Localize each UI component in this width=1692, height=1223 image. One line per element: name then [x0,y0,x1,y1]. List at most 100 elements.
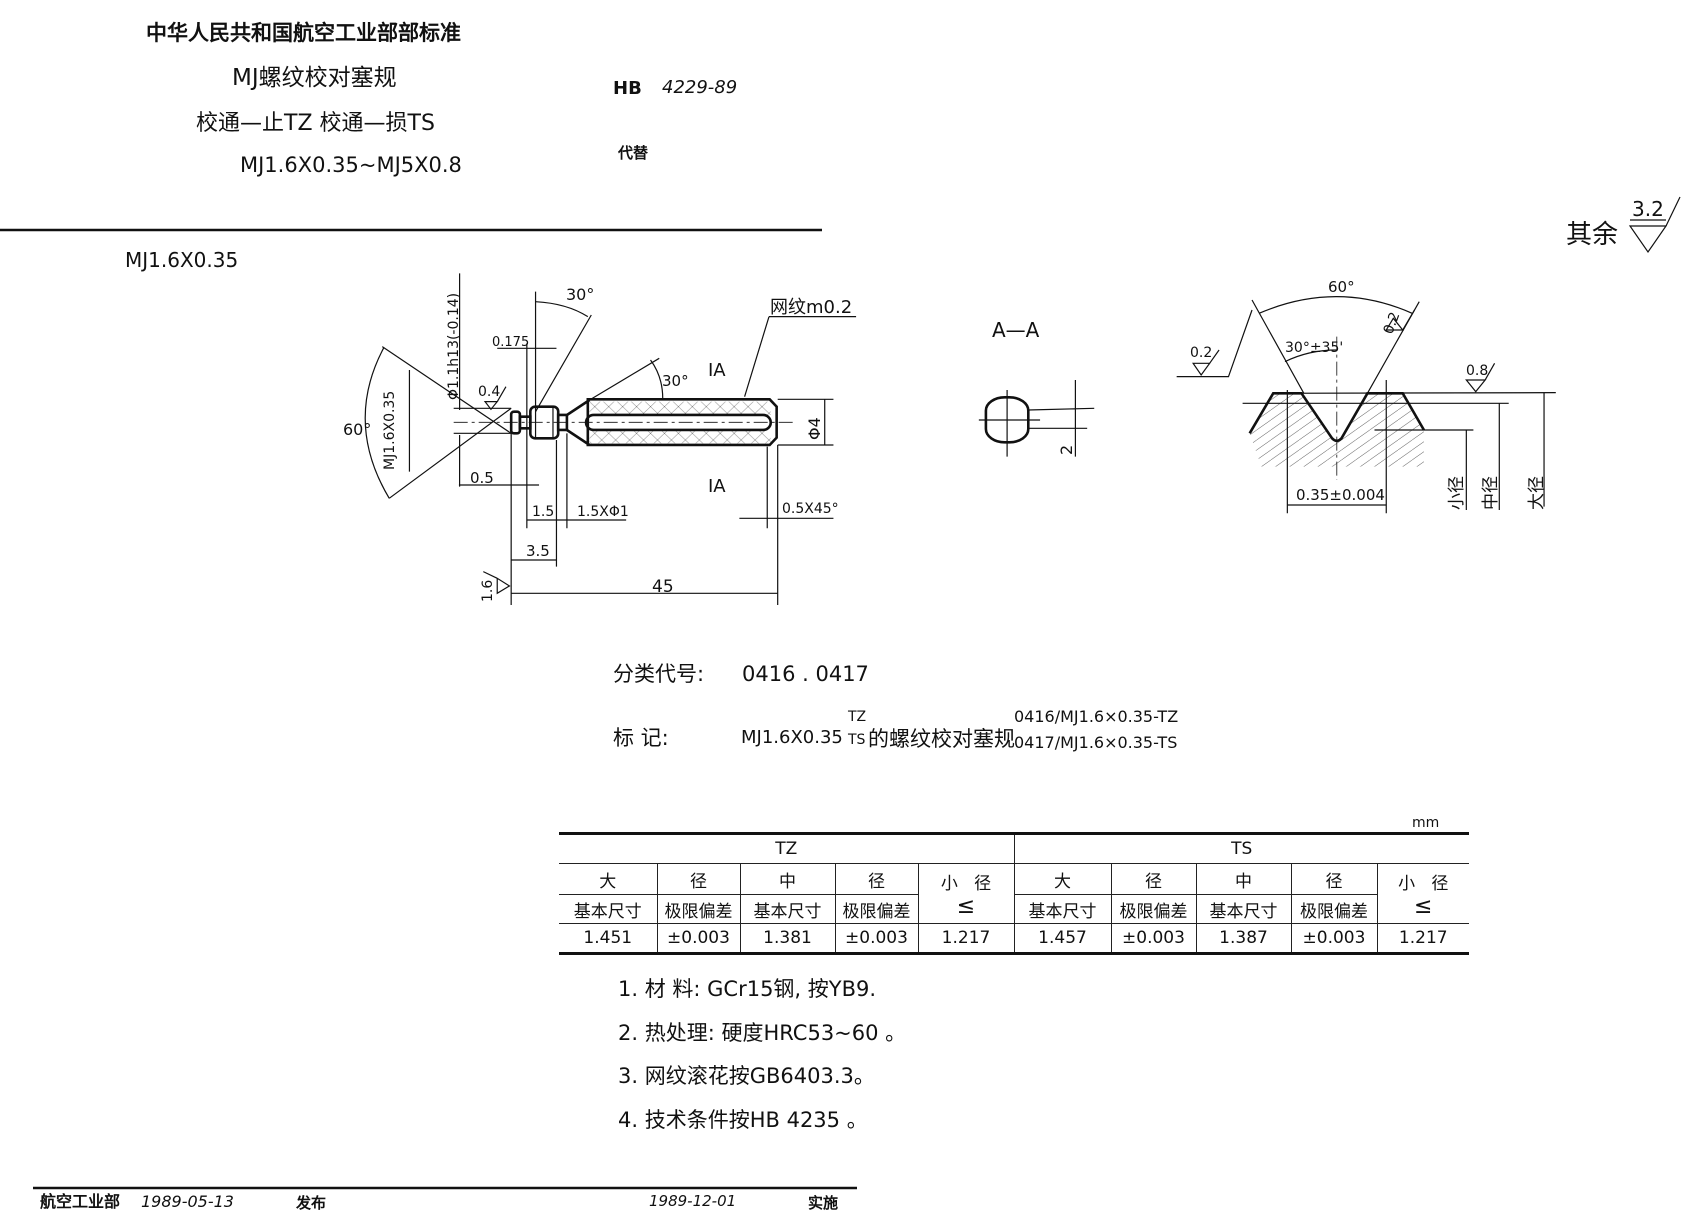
dim-45-label: 45 [652,577,674,597]
table-cell: 1.217 [1376,923,1469,955]
footer-issue-date: 1989-05-13 [141,1192,234,1211]
document-title: MJ螺纹校对塞规 [232,65,397,91]
table-cell: ±0.003 [1110,923,1197,955]
table-unit: mm [1412,815,1440,831]
table-cell: ±0.003 [834,923,919,955]
roughness-symbol-rest [1628,196,1681,254]
header-pitch: 中 [739,863,836,895]
section-mark-bottom: IA [708,476,726,497]
dim-groove-label: 1.5XΦ1 [577,504,629,520]
angle-top-label: 30° [566,285,594,304]
dim-15-label: 1.5 [532,504,554,520]
header-minor-1: 小 [940,873,958,894]
le-symbol: ≤ [1414,893,1433,919]
roughness-crest-label: 0.8 [1466,363,1488,379]
subheader-basic: 基本尺寸 [1013,894,1112,924]
document-subtitle: 校通—止TZ 校通—损TS [196,111,435,136]
header-pitch-2: 径 [1290,863,1378,895]
footer-effective-label: 实施 [808,1194,839,1212]
note-2: 2. 热处理: 硬度HRC53~60 。 [618,1021,907,1045]
header-major: 大 [559,863,658,895]
note-4: 4. 技术条件按HB 4235 。 [618,1108,868,1132]
table-cell: 1.381 [739,923,836,955]
footer-issuer: 航空工业部 [40,1192,121,1211]
marking-code-tz: 0416/MJ1.6×0.35-TZ [1014,707,1179,726]
note-1: 1. 材 料: GCr15钢, 按YB9. [618,977,877,1001]
note-3: 3. 网纹滚花按GB6403.3。 [618,1064,875,1088]
major-dia-label: 大径 [1527,476,1547,510]
standard-number: 4229-89 [662,77,738,98]
pitch-label: 0.35±0.004 [1296,486,1385,504]
table-row: 1.451 ±0.003 1.381 ±0.003 1.217 1.457 ±0… [559,923,1469,955]
section-size-label: MJ1.6X0.35 [125,248,239,272]
dimension-table: TZ TS 大 径 中 径 小 径≤ 大 径 中 径 小 径≤ 基本尺寸 极限偏… [559,832,1469,955]
dim-0175-label: 0.175 [492,335,529,350]
marking-thread: MJ1.6X0.35 [741,727,843,748]
subheader-deviation: 极限偏差 [1290,894,1377,924]
minor-dia-label: 小径 [1447,476,1467,510]
standard-org: 中华人民共和国航空工业部部标准 [146,21,461,45]
marking-label: 标 记: [613,726,669,750]
le-symbol: ≤ [956,893,976,919]
angle-cone-label: 30° [662,372,689,390]
subheader-deviation: 极限偏差 [834,894,919,924]
dim-35-label: 3.5 [526,542,550,560]
dim-chamfer-label: 0.5X45° [782,501,839,517]
header-major-2: 径 [1110,863,1197,895]
roughness-right-label: 0.2 [1381,310,1404,336]
roughness-04-label: 0.4 [478,384,500,400]
classification-value: 0416 . 0417 [742,662,869,686]
section-dim-label: 2 [1057,445,1076,455]
group-tz: TZ [559,832,1015,864]
table-cell: 1.457 [1013,923,1112,955]
footer-issue-label: 发布 [296,1194,327,1212]
table-cell: 1.217 [917,923,1015,955]
header-minor: 小 径≤ [917,863,1015,924]
header-major: 大 [1013,863,1112,895]
half-angle-label: 30°±35' [1285,340,1343,356]
subheader-deviation: 极限偏差 [1110,894,1197,924]
section-mark-top: IA [708,360,726,381]
tip-diameter-label: Φ1.1h13(-0.14) [446,293,462,400]
marking-name: 的螺纹校对塞规 [868,727,1015,751]
knurl-label: 网纹m0.2 [770,297,852,318]
size-range: MJ1.6X0.35~MJ5X0.8 [240,153,462,177]
subheader-deviation: 极限偏差 [656,894,741,924]
table-cell: ±0.003 [656,923,741,955]
header-minor: 小 径≤ [1376,863,1469,924]
classification-label: 分类代号: [613,662,705,686]
roughness-16-label: 1.6 [480,580,496,602]
table-cell: ±0.003 [1290,923,1378,955]
header-minor-1: 小 [1398,873,1416,894]
drawing-labels: 30° 0.175 Φ1.1h13(-0.14) 0.4 60° MJ1.6X0… [343,197,1664,602]
pitch-dia-label: 中径 [1481,476,1501,510]
table-cell: 1.387 [1195,923,1292,955]
table-cell: 1.451 [559,923,658,955]
thread-size-label: MJ1.6X0.35 [382,391,398,470]
header-major-2: 径 [656,863,741,895]
dim-05-label: 0.5 [470,469,494,487]
marking-sup: TZ [848,709,867,725]
header-pitch-2: 径 [834,863,919,895]
header-minor-2: 径 [1431,873,1449,894]
footer-effective-date: 1989-12-01 [649,1192,737,1210]
marking-sub: TS [848,732,866,748]
section-and-thread-profile [979,297,1556,514]
surface-rest-label: 其余 [1566,220,1619,250]
subheader-basic: 基本尺寸 [559,894,658,924]
tip-angle-label: 60° [343,420,371,439]
rest-roughness-value: 3.2 [1632,197,1664,221]
marking-code-ts: 0417/MJ1.6×0.35-TS [1014,733,1178,752]
part-drawing [365,273,856,605]
profile-angle-label: 60° [1328,278,1355,296]
group-ts: TS [1013,832,1469,864]
header-pitch: 中 [1195,863,1292,895]
subheader-basic: 基本尺寸 [739,894,836,924]
section-view-title: A—A [992,318,1040,342]
handle-diameter-label: Φ4 [805,417,824,440]
replaces-label: 代替 [618,144,649,162]
header-minor-2: 径 [974,873,992,894]
roughness-left-label: 0.2 [1190,345,1212,361]
subheader-basic: 基本尺寸 [1195,894,1292,924]
